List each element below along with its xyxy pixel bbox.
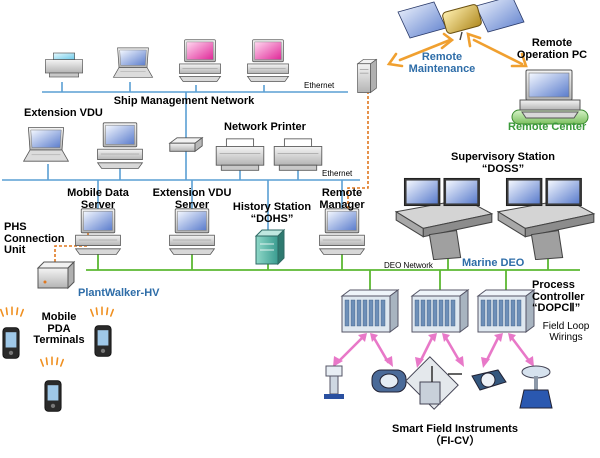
desktop-pc-icon <box>319 208 365 255</box>
signal-rays-icon <box>0 306 24 317</box>
field-loop-arrowheads <box>333 333 534 368</box>
network-hub-icon <box>169 137 203 152</box>
history-station-label: History Station “DOHS” <box>232 201 312 225</box>
field-instrument-icon <box>371 369 407 393</box>
remote-operation-pc-icon <box>511 69 589 125</box>
desktop-pc-icon <box>179 39 221 82</box>
desktop-pc-icon <box>75 208 121 255</box>
satellite-icon <box>397 0 525 41</box>
operator-console-icon <box>497 177 595 260</box>
printer-icon <box>215 138 265 171</box>
printer-icon <box>273 138 323 171</box>
deo-network-lines <box>86 250 580 290</box>
remote-operation-pc-label: Remote Operation PC <box>516 37 588 61</box>
remote-center-label: Remote Center <box>508 121 587 133</box>
ethernet-label-mid: Ethernet <box>322 169 353 178</box>
history-station-icon <box>254 228 286 266</box>
phs-unit-icon <box>36 260 76 290</box>
smart-field-label: Smart Field Instruments （FI-CV） <box>392 423 518 447</box>
phs-unit-label: PHS Connection Unit <box>4 221 65 257</box>
pda-terminal-icon <box>44 380 62 412</box>
pda-terminal-icon <box>94 325 112 357</box>
laptop-icon <box>23 127 69 162</box>
controller-rack-icon <box>341 289 399 333</box>
ship-network-label: Ship Management Network <box>113 95 255 107</box>
network-printer-label: Network Printer <box>224 121 306 133</box>
field-instrument-icon <box>405 356 462 410</box>
pda-terminal-icon <box>2 327 20 359</box>
signal-rays-icon <box>40 356 64 367</box>
desktop-pc-icon <box>169 208 215 255</box>
mobile-pda-label: Mobile PDA Terminals <box>33 311 85 347</box>
field-loop-arrows <box>336 336 532 364</box>
field-instrument-icon <box>324 365 344 399</box>
fax-printer-icon <box>44 52 84 78</box>
remote-manager-label: Remote Manager <box>319 187 365 211</box>
field-instrument-icon <box>471 369 507 391</box>
field-instrument-icon <box>519 365 553 409</box>
mobile-data-server-label: Mobile Data Server <box>67 187 129 211</box>
supervisory-station-label: Supervisory Station “DOSS” <box>451 151 555 175</box>
desktop-pc-icon <box>247 39 289 82</box>
controller-rack-icon <box>477 289 535 333</box>
operator-console-icon <box>395 177 493 260</box>
remote-maintenance-label: Remote Maintenance <box>408 51 476 75</box>
marine-deo-label: Marine DEO <box>462 257 525 269</box>
deo-network-label: DEO Network <box>384 261 433 270</box>
remote-server-icon <box>357 58 377 94</box>
extension-vdu-top-label: Extension VDU <box>24 107 103 119</box>
signal-rays-icon <box>90 306 114 317</box>
extension-vdu-server-label: Extension VDU Server <box>152 187 232 211</box>
laptop-icon <box>113 47 153 78</box>
desktop-pc-icon <box>97 122 143 169</box>
ethernet-label-top: Ethernet <box>304 81 335 90</box>
plantwalker-label: PlantWalker-HV <box>78 287 160 299</box>
maintenance-arrows <box>386 32 528 68</box>
field-loop-label: Field Loop Wirings <box>542 321 590 343</box>
process-controller-label: Process Controller “DOPCⅡ” <box>532 279 585 315</box>
controller-rack-icon <box>411 289 469 333</box>
